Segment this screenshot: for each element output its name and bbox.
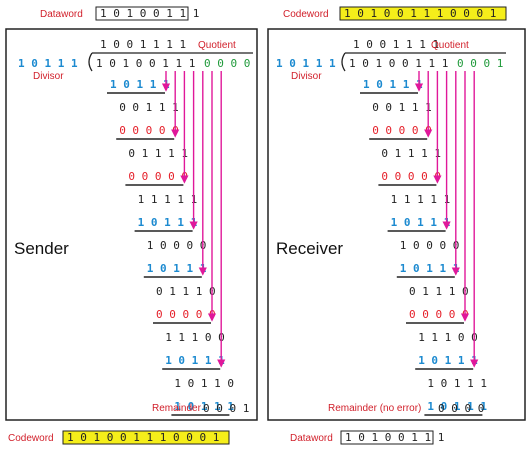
- receiver-divisor-label: Divisor: [291, 71, 322, 82]
- sender-top-bits: 1 0 1 0 0 1 1 1: [100, 7, 199, 20]
- sender-top-label: Dataword: [40, 9, 83, 20]
- receiver-step-2-result: 1 1 1 1 1: [391, 193, 451, 206]
- receiver-arrows: [414, 71, 479, 368]
- sender-step-0-result: 0 0 1 1 1: [119, 101, 179, 114]
- receiver-remainder-bits: 0 0 0 0: [438, 402, 484, 415]
- sender-step-0-subtrahend: 1 0 1 1 1: [110, 78, 170, 91]
- sender-step-7-subtrahend: 1 0 1 1 1: [174, 400, 234, 413]
- sender-step-6-result: 1 0 1 1 0: [174, 377, 234, 390]
- receiver-step-0-result: 0 0 1 1 1: [372, 101, 432, 114]
- receiver-quotient-label: Quotient: [431, 40, 469, 51]
- receiver-frame: [267, 28, 526, 421]
- receiver-dividend-data: 1 0 1 0 0 1 1 1: [349, 57, 448, 70]
- receiver-step-0-subtrahend: 1 0 1 1 1: [363, 78, 423, 91]
- receiver-remainder-label: Remainder (no error): [328, 403, 421, 414]
- sender-remainder-bits: 0 0 0 1: [203, 402, 249, 415]
- receiver-step-5-result: 1 1 1 0 0: [418, 331, 478, 344]
- sender-dividend-data: 1 0 1 0 0 1 1 1: [96, 57, 195, 70]
- receiver-step-2-subtrahend: 0 0 0 0 0: [381, 170, 441, 183]
- receiver-step-3-subtrahend: 1 0 1 1 1: [391, 216, 451, 229]
- receiver-steps: 1 0 1 1 1 0 0 1 1 1 0 0 0 0 0 0 1 1 1 1 0 0 …: [360, 78, 487, 416]
- sender-quotient-label: Quotient: [198, 40, 236, 51]
- receiver-step-1-result: 0 1 1 1 1: [381, 147, 441, 160]
- sender-step-3-result: 1 0 0 0 0: [147, 239, 207, 252]
- receiver-step-1-subtrahend: 0 0 0 0 0: [372, 124, 432, 137]
- receiver-top-label: Codeword: [283, 9, 329, 20]
- sender-frame: [5, 28, 258, 421]
- sender-step-2-subtrahend: 0 0 0 0 0: [128, 170, 188, 183]
- sender-codeword-box: [62, 430, 230, 445]
- receiver-quotient-bits: 1 0 0 1 1 1 1: [353, 38, 439, 51]
- sender-step-1-result: 0 1 1 1 1: [128, 147, 188, 160]
- receiver-dataword-box: [340, 430, 434, 445]
- sender-divisor-label: Divisor: [33, 71, 64, 82]
- receiver-codeword-box: [339, 6, 507, 21]
- sender-step-4-result: 0 1 1 1 0: [156, 285, 216, 298]
- sender-step-3-subtrahend: 1 0 1 1 1: [138, 216, 198, 229]
- sender-dataword-box: [95, 6, 189, 21]
- receiver-side-label: Receiver: [276, 239, 343, 258]
- sender-division-bracket: [88, 52, 93, 72]
- receiver-step-4-subtrahend: 1 0 1 1 1: [400, 262, 460, 275]
- sender-step-4-subtrahend: 1 0 1 1 1: [147, 262, 207, 275]
- receiver-panel: Codeword 1 0 1 0 0 1 1 1 0 0 0 1 1 0 0 1…: [267, 6, 526, 445]
- sender-arrows: [161, 71, 226, 368]
- sender-bottom-label: Codeword: [8, 433, 54, 444]
- receiver-step-7-subtrahend: 1 0 1 1 1: [427, 400, 487, 413]
- receiver-bottom-bits: 1 0 1 0 0 1 1 1: [345, 431, 444, 444]
- sender-step-6-subtrahend: 1 0 1 1 1: [165, 354, 225, 367]
- sender-divisor-bits: 1 0 1 1 1: [18, 57, 78, 70]
- receiver-step-5-subtrahend: 0 0 0 0 0: [409, 308, 469, 321]
- receiver-dividend-zeros: 0 0 0 1: [457, 57, 503, 70]
- receiver-step-6-subtrahend: 1 0 1 1 1: [418, 354, 478, 367]
- sender-step-5-result: 1 1 1 0 0: [165, 331, 225, 344]
- sender-side-label: Sender: [14, 239, 69, 258]
- receiver-step-3-result: 1 0 0 0 0: [400, 239, 460, 252]
- receiver-bottom-label: Dataword: [290, 433, 333, 444]
- receiver-top-bits: 1 0 1 0 0 1 1 1 0 0 0 1: [344, 7, 496, 20]
- sender-step-5-subtrahend: 0 0 0 0 0: [156, 308, 216, 321]
- sender-step-1-subtrahend: 0 0 0 0 0: [119, 124, 179, 137]
- receiver-divisor-bits: 1 0 1 1 1: [276, 57, 336, 70]
- sender-dividend-zeros: 0 0 0 0: [204, 57, 250, 70]
- sender-step-2-result: 1 1 1 1 1: [138, 193, 198, 206]
- receiver-division-bracket: [341, 52, 346, 72]
- receiver-step-6-result: 1 0 1 1 1: [427, 377, 487, 390]
- sender-steps: 1 0 1 1 1 0 0 1 1 1 0 0 0 0 0 0 1 1 1 1 0 0 …: [107, 78, 234, 416]
- receiver-step-4-result: 0 1 1 1 0: [409, 285, 469, 298]
- sender-remainder-label: Remainder: [152, 403, 202, 414]
- sender-panel: Dataword 1 0 1 0 0 1 1 1 1 0 0 1 1 1 1 Q…: [5, 6, 258, 445]
- sender-quotient-bits: 1 0 0 1 1 1 1: [100, 38, 186, 51]
- sender-bottom-bits: 1 0 1 0 0 1 1 1 0 0 0 1: [67, 431, 219, 444]
